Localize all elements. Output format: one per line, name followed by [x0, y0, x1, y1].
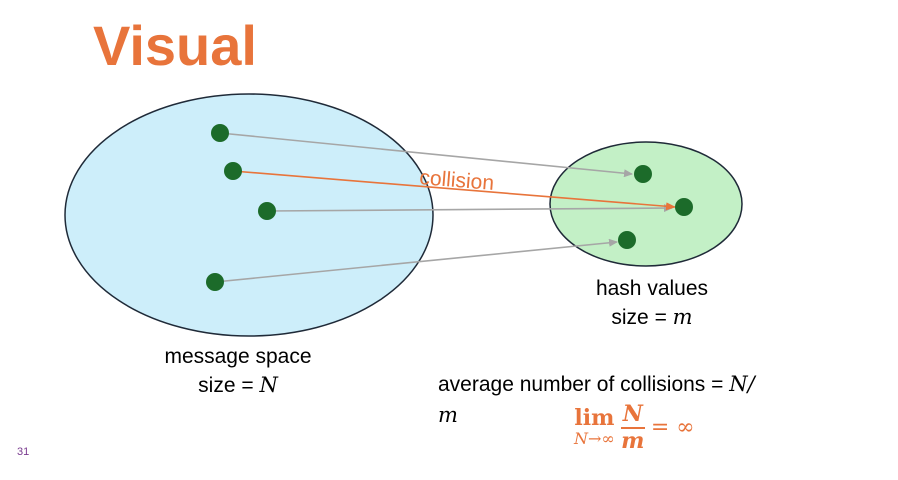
lim-subscript: N→∞ [574, 429, 615, 448]
message-dot [224, 162, 242, 180]
hash-values-label: hash values size = m [560, 274, 744, 332]
mapping-arrow-3 [266, 204, 673, 213]
hash-values-size: size = m [611, 305, 693, 329]
limit-fraction: N m [620, 401, 645, 454]
hash-dot [634, 165, 652, 183]
average-collisions-text: average number of collisions = N/m [438, 372, 755, 427]
message-dot [258, 202, 276, 220]
average-expr-den: m [438, 403, 458, 427]
message-space-title: message space [164, 345, 312, 368]
message-space-size: size = N [198, 373, 278, 397]
average-expr-num: N/ [729, 372, 755, 396]
mapping-arrow-1 [219, 132, 633, 178]
hash-values-title: hash values [595, 277, 709, 300]
hash-size-var: m [672, 305, 693, 329]
fraction-bar [620, 427, 645, 429]
message-size-var: N [259, 373, 278, 397]
lim-word: lim [574, 405, 615, 431]
fraction-denominator: m [621, 428, 645, 454]
message-space-label: message space size = N [128, 342, 348, 400]
mapping-arrow-4 [214, 238, 618, 283]
message-dot [206, 273, 224, 291]
message-dot [211, 124, 229, 142]
collision-arrow [232, 170, 676, 211]
limit-rhs: = ∞ [650, 414, 695, 440]
limit-formula: lim N→∞ N m = ∞ [574, 401, 695, 454]
hash-dot [675, 198, 693, 216]
slide-title: Visual [93, 14, 257, 77]
fraction-numerator: N [622, 401, 643, 427]
message-space-ellipse [64, 93, 434, 337]
slide-number: 31 [17, 446, 30, 458]
hash-dot [618, 231, 636, 249]
